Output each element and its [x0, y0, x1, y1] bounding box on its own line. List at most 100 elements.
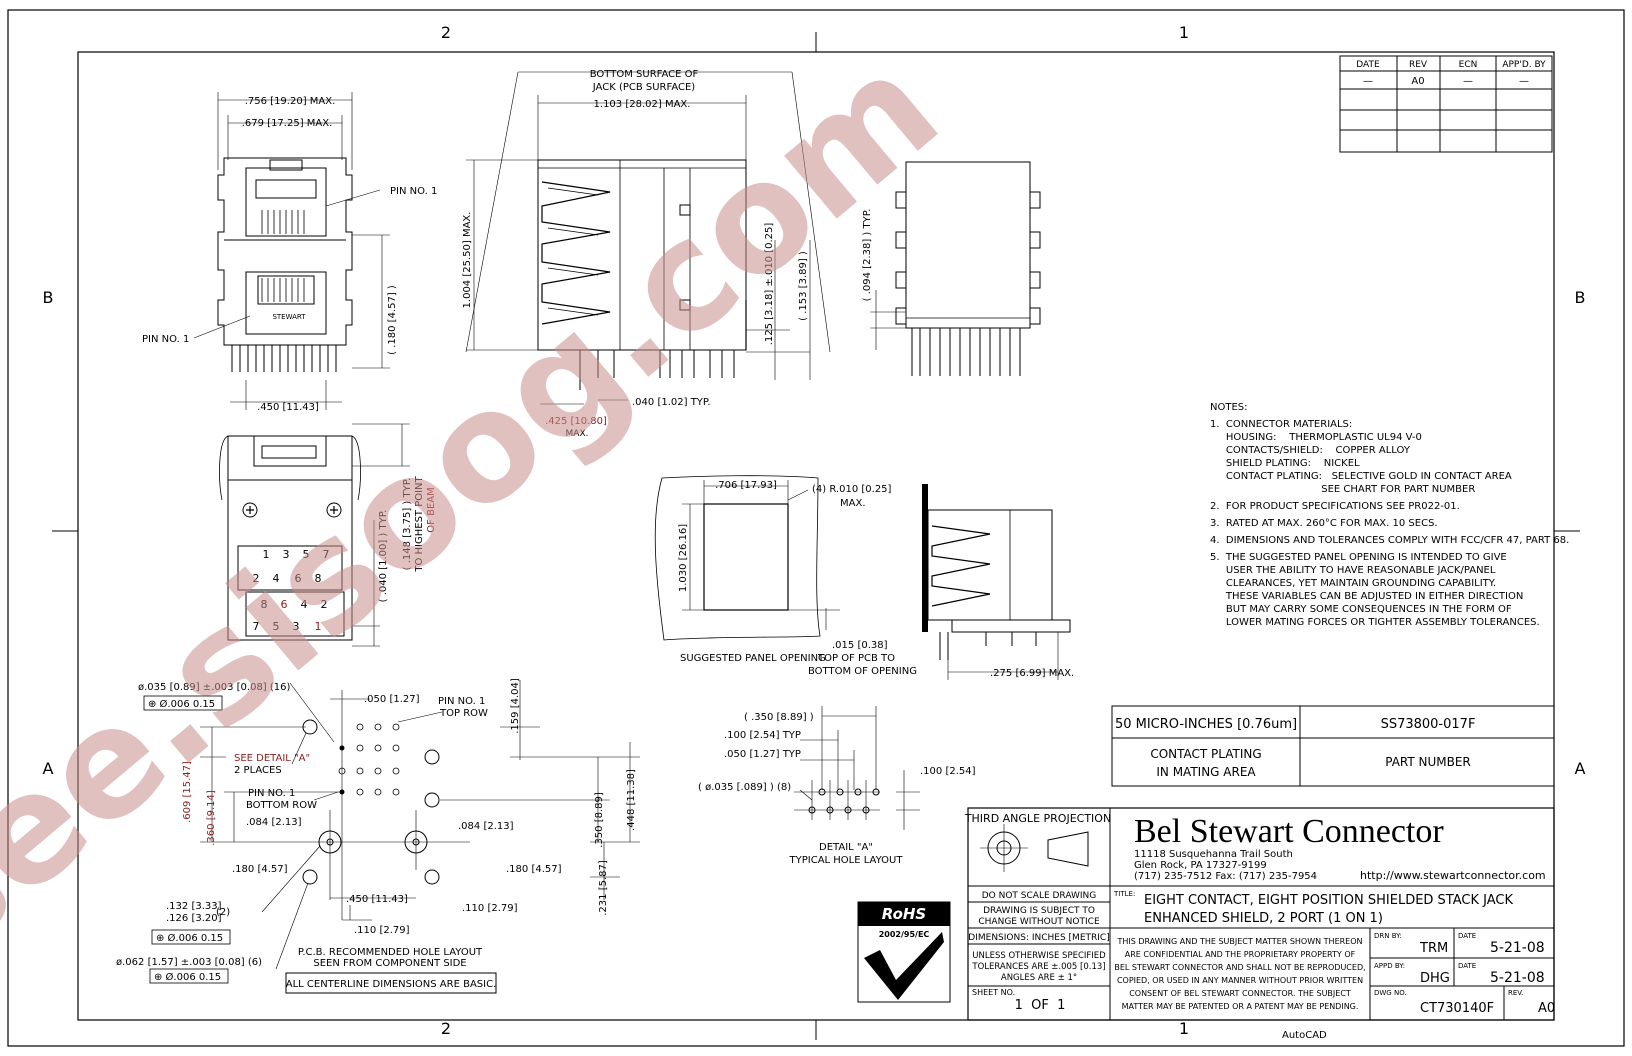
sheet-value: 1 OF 1 — [1015, 998, 1066, 1013]
rev-cell-ecn: — — [1463, 76, 1473, 87]
rev-header-ecn: ECN — [1459, 60, 1478, 70]
zone-label-left-lower: A — [43, 759, 54, 778]
confidential-line: COPIED, OR USED IN ANY MANNER WITHOUT PR… — [1117, 976, 1363, 985]
confidential-line: BEL STEWART CONNECTOR AND SHALL NOT BE R… — [1114, 963, 1365, 972]
note-line: USER THE ABILITY TO HAVE REASONABLE JACK… — [1210, 565, 1496, 576]
pcb-dim-231: .231 [5.87] — [598, 860, 609, 916]
pcb-hole-layout — [143, 680, 640, 994]
pcb-basic-note: ALL CENTERLINE DIMENSIONS ARE BASIC. — [286, 979, 497, 990]
pcb-pin1-bottom-1: PIN NO. 1 — [248, 788, 295, 799]
pcb-dim-159: .159 [4.04] — [510, 678, 521, 734]
zone-label-bottom-left: 2 — [441, 1019, 451, 1038]
note-line: CONTACTS/SHIELD: COPPER ALLOY — [1210, 445, 1411, 456]
pcb-dim-050: .050 [1.27] — [364, 694, 420, 705]
panel-top-of-pcb-2: BOTTOM OF OPENING — [808, 666, 917, 677]
address-line: 11118 Susquehanna Trail South — [1134, 849, 1293, 860]
panel-top-of-pcb-1: TOP OF PCB TO — [817, 653, 895, 664]
bottom-surface-line2: JACK (PCB SURFACE) — [592, 82, 696, 93]
pcb-see-detail-1: SEE DETAIL "A" — [234, 753, 310, 764]
panel-radius: (4) R.010 [0.25] — [812, 484, 892, 495]
zone-label-left-upper: B — [43, 288, 54, 307]
panel-caption: SUGGESTED PANEL OPENING — [680, 653, 826, 664]
pcb-hole6: ø.062 [1.57] ±.003 [0.08] (6) — [116, 957, 262, 968]
note-line: LOWER MATING FORCES OR TIGHTER ASSEMBLY … — [1210, 617, 1540, 628]
pcb-fcf2: ⊕ Ø.006 0.15 — [156, 932, 223, 944]
dim-1004: 1.004 [25.50] MAX. — [462, 212, 473, 309]
note-line: 3. RATED AT MAX. 260°C FOR MAX. 10 SECS. — [1210, 518, 1438, 529]
note-line: SEE CHART FOR PART NUMBER — [1210, 484, 1475, 495]
drawing-title-line: ENHANCED SHIELD, 2 PORT (1 ON 1) — [1144, 911, 1383, 926]
rev-cell-appd: — — [1519, 76, 1529, 87]
revision-table: DATE REV ECN APP'D. BY — A0 — — — [1339, 55, 1553, 153]
dimensions-label: DIMENSIONS: INCHES [METRIC] — [968, 933, 1109, 943]
note-line: BUT MAY CARRY SOME CONSEQUENCES IN THE F… — [1210, 604, 1512, 615]
dim-125: .125 [3.18] ±.010 [0.25] — [764, 223, 775, 346]
note-line: 1. CONNECTOR MATERIALS: — [1210, 419, 1352, 430]
dim-425-max: MAX. — [566, 429, 589, 439]
no-scale-label: DO NOT SCALE DRAWING — [982, 891, 1097, 901]
pin-label: 6 — [295, 572, 302, 585]
rev-header-appd: APP'D. BY — [1502, 60, 1546, 70]
pcb-layout-labels: ø.035 [0.89] ±.003 [0.08] (16) ⊕ Ø.006 0… — [116, 678, 637, 990]
detail-dim-050: .050 [1.27] TYP — [724, 749, 801, 760]
pcb-fcf3: ⊕ Ø.006 0.15 — [154, 971, 221, 983]
pcb-pin1-top-2: TOP ROW — [439, 708, 488, 719]
date-value-1: 5-21-08 — [1490, 940, 1545, 956]
pcb-dim-132: .132 [3.33] — [166, 901, 222, 912]
dim-040-side: .040 [1.02] TYP. — [632, 397, 711, 408]
appd-label: APPD BY: — [1374, 962, 1405, 970]
panel-dim-275: .275 [6.99] MAX. — [990, 668, 1074, 679]
dim-153: ( .153 [3.89] ) — [798, 251, 809, 321]
pin-label: 6 — [281, 598, 288, 611]
stewart-mark: STEWART — [272, 313, 306, 321]
confidential-line: ARE CONFIDENTIAL AND THE PROPRIETARY PRO… — [1125, 950, 1356, 959]
pin-label: 1 — [315, 620, 322, 633]
pin-label: 5 — [303, 548, 310, 561]
detail-caption-1: DETAIL "A" — [819, 842, 873, 853]
address-line: (717) 235-7512 Fax: (717) 235-7954 — [1134, 871, 1317, 882]
rohs-badge: RoHS 2002/95/EC — [857, 901, 951, 1003]
website-link[interactable]: http://www.stewartconnector.com — [1360, 869, 1546, 882]
pin-label: 3 — [283, 548, 290, 561]
projection-label: THIRD ANGLE PROJECTION — [964, 812, 1111, 825]
dim-1103: 1.103 [28.02] MAX. — [594, 99, 691, 110]
pcb-dim-180b: .180 [4.57] — [506, 864, 562, 875]
confidential-line: THIS DRAWING AND THE SUBJECT MATTER SHOW… — [1116, 937, 1362, 946]
date-value-2: 5-21-08 — [1490, 970, 1545, 986]
rev-label: REV. — [1508, 989, 1523, 997]
dim-148: ( .148 [3.75] ) TYP. — [402, 478, 413, 571]
title-label: TITLE: — [1113, 890, 1135, 898]
plating-value: 50 MICRO-INCHES [0.76um] — [1115, 717, 1297, 732]
pin-label: 2 — [321, 598, 328, 611]
panel-dim-1030: 1.030 [26.16] — [678, 524, 689, 592]
pin-label: 8 — [261, 598, 268, 611]
confidential-line: MATTER MAY BE PATENTED OR A PATENT MAY B… — [1122, 1002, 1359, 1011]
note-line: 5. THE SUGGESTED PANEL OPENING IS INTEND… — [1210, 552, 1507, 563]
rev-header-rev: REV — [1409, 60, 1428, 70]
pcb-dim-132-count: (2) — [216, 907, 230, 918]
zone-label-top-left: 2 — [441, 23, 451, 42]
pin-label: 5 — [273, 620, 280, 633]
detail-dim-100b: .100 [2.54] — [920, 766, 976, 777]
drawing-title-line: EIGHT CONTACT, EIGHT POSITION SHIELDED S… — [1144, 893, 1513, 908]
sheet-label: SHEET NO. — [972, 988, 1015, 997]
zone-label-right-upper: B — [1575, 288, 1586, 307]
dwg-label: DWG NO. — [1374, 989, 1407, 997]
subject-change-1: DRAWING IS SUBJECT TO — [983, 906, 1095, 916]
dim-450-front: .450 [11.43] — [257, 402, 319, 413]
dim-180-front: ( .180 [4.57] ) — [387, 285, 398, 355]
company-name: Bel Stewart Connector — [1134, 813, 1444, 850]
pcb-fcf1: ⊕ Ø.006 0.15 — [148, 698, 215, 710]
pcb-dim-609: .609 [15.47] — [182, 761, 193, 823]
note-line: CONTACT PLATING: SELECTIVE GOLD IN CONTA… — [1210, 471, 1512, 482]
pcb-caption-1: P.C.B. RECOMMENDED HOLE LAYOUT — [298, 947, 483, 958]
pcb-dim-084a: .084 [2.13] — [246, 817, 302, 828]
rohs-year: 2002/95/EC — [879, 930, 930, 939]
tolerance-line: ANGLES ARE ± 1° — [1001, 973, 1077, 983]
pcb-pin1-bottom-2: BOTTOM ROW — [246, 800, 317, 811]
address-line: Glen Rock, PA 17327-9199 — [1134, 860, 1267, 871]
pcb-caption-2: SEEN FROM COMPONENT SIDE — [313, 958, 466, 969]
dim-040-bottom: ( .040 [1.00] ) TYP. — [378, 510, 389, 603]
pcb-dim-350: .350 [8.89] — [594, 792, 605, 848]
pcb-dim-360: .360 [9.14] — [206, 790, 217, 846]
